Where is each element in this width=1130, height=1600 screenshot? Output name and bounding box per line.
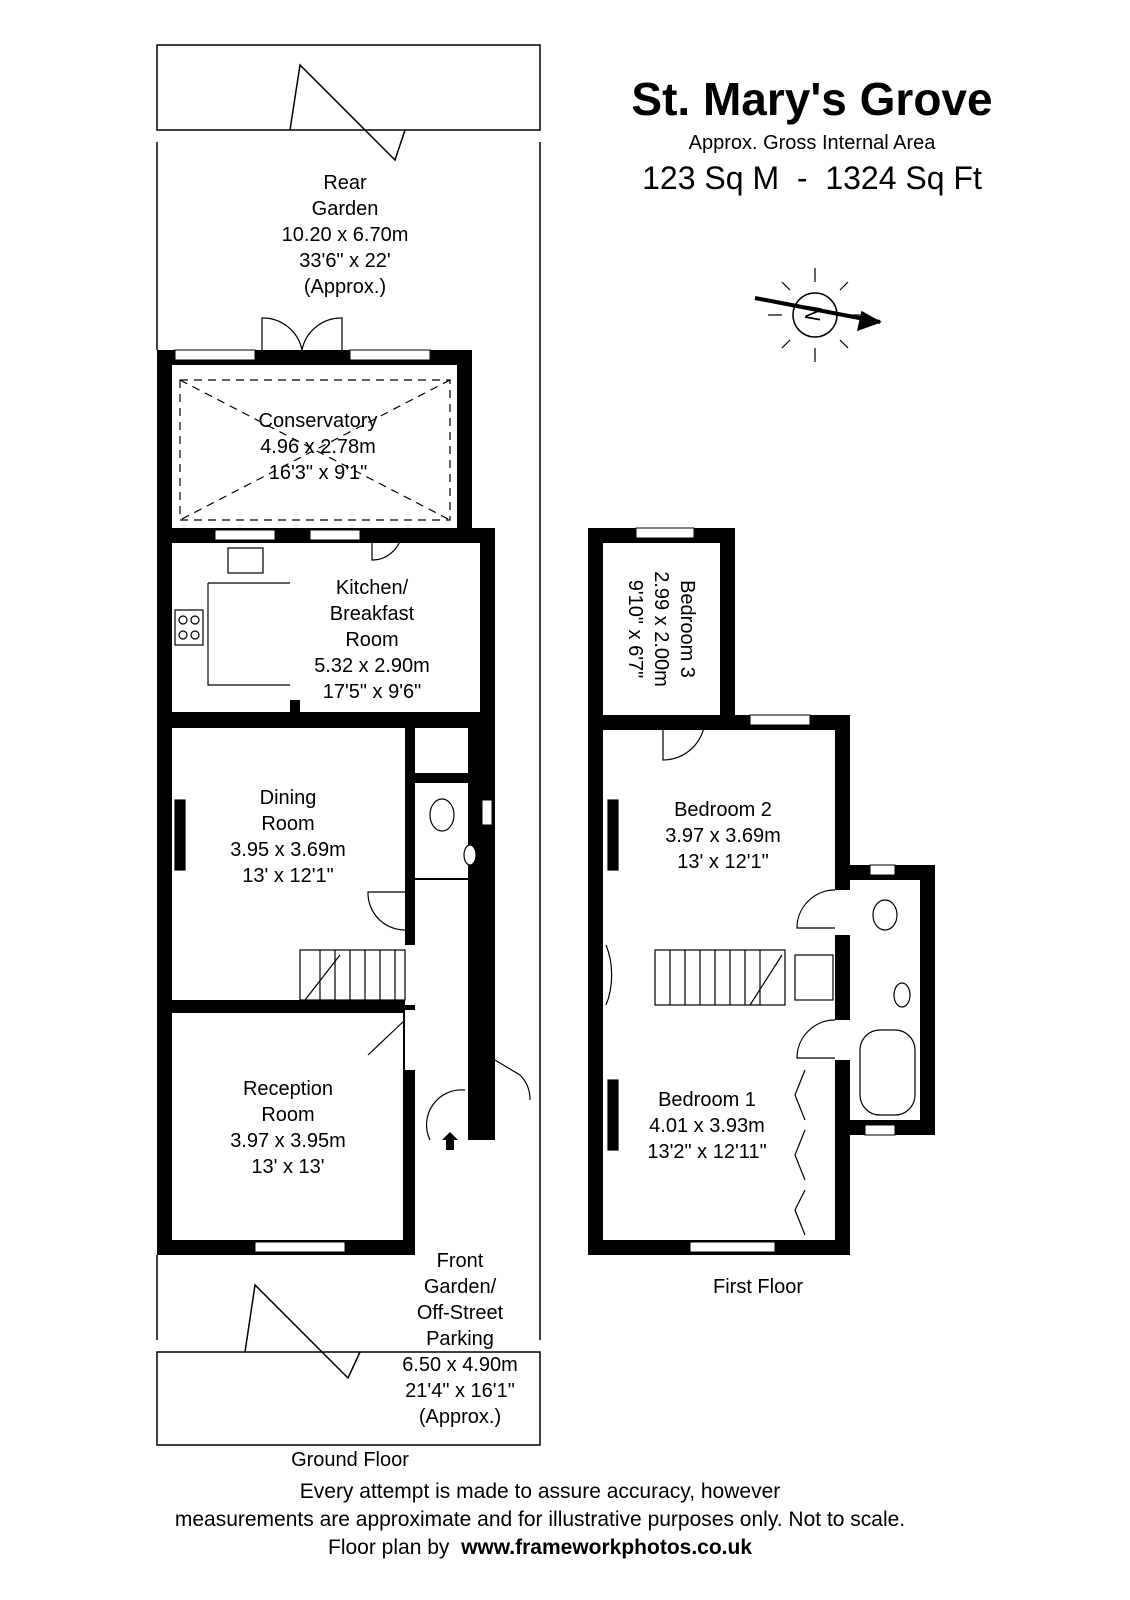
gross-area: 123 Sq M - 1324 Sq Ft xyxy=(642,160,982,197)
disclaimer-line-1: Every attempt is made to assure accuracy… xyxy=(299,1480,781,1503)
area-subtitle: Approx. Gross Internal Area xyxy=(688,132,936,154)
first-floor-walls xyxy=(588,527,935,1255)
plot-boundary xyxy=(156,44,541,1446)
property-title: St. Mary's Grove xyxy=(631,73,993,125)
first-floor-label: First Floor xyxy=(713,1276,803,1298)
credit-link[interactable]: www.frameworkphotos.co.uk xyxy=(461,1536,753,1559)
entrance-arrow-icon xyxy=(442,1132,458,1150)
area-sqm: 123 Sq M xyxy=(642,160,780,196)
credit-line: Floor plan by www.frameworkphotos.co.uk xyxy=(328,1536,752,1560)
disclaimer-line-2: measurements are approximate and for ill… xyxy=(174,1508,906,1531)
compass-icon xyxy=(754,268,882,362)
ground-floor-walls xyxy=(157,317,531,1255)
break-line-front xyxy=(244,1283,361,1380)
area-separator: - xyxy=(796,160,808,196)
credit-prefix: Floor plan by xyxy=(327,1536,450,1559)
break-line-rear xyxy=(289,63,406,162)
ground-floor-label: Ground Floor xyxy=(291,1449,409,1471)
area-sqft: 1324 Sq Ft xyxy=(825,160,982,196)
